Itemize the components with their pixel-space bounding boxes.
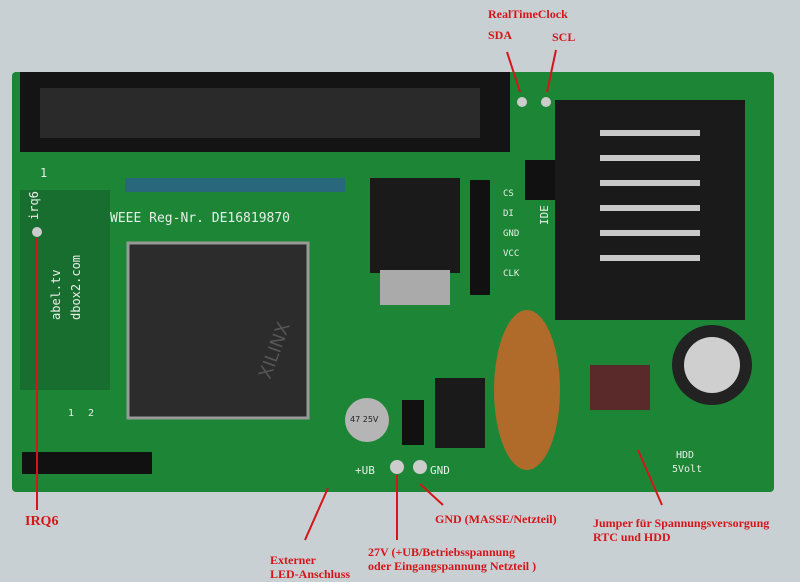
label-sda: SDA	[488, 28, 513, 42]
label-irq6: IRQ6	[25, 514, 59, 529]
silk-hdd: HDD	[676, 450, 694, 461]
gnd-pointer	[419, 483, 444, 506]
silk-irq: irq6	[27, 191, 41, 220]
gnd-pad	[413, 460, 427, 474]
small-connector	[525, 160, 555, 200]
power-jumpers	[590, 365, 650, 410]
label-jumper-2: RTC und HDD	[593, 530, 671, 544]
sda-pad	[517, 97, 527, 107]
silk-site2: dbox2.com	[69, 255, 83, 320]
silk-cap: 47 25V	[350, 415, 379, 424]
label-power-2: oder Eingangspannung Netzteil )	[368, 559, 537, 573]
silk-site1: abel.tv	[49, 269, 63, 320]
silk-vcc: VCC	[503, 249, 519, 259]
cf-slot-contacts	[600, 130, 700, 261]
fpga-chip	[126, 241, 310, 420]
irq6-pad	[32, 227, 42, 237]
toroid-coil	[494, 310, 560, 470]
resistor-array	[125, 178, 345, 192]
scl-pad	[541, 97, 551, 107]
pin-header-left	[20, 190, 110, 390]
scl-pointer	[546, 49, 557, 93]
silk-cs: CS	[503, 189, 514, 199]
silk-pin1: 1	[40, 166, 47, 180]
silk-ub: +UB	[355, 464, 375, 477]
diode	[402, 400, 424, 445]
silk-clk: CLK	[503, 269, 520, 279]
label-led-2: LED-Anschluss	[270, 567, 351, 581]
jumper-pointer	[637, 449, 663, 506]
power-diode	[435, 378, 485, 448]
electrolytic-capacitor-small	[345, 398, 389, 442]
label-led-1: Externer	[270, 553, 316, 567]
silk-di: DI	[503, 209, 514, 219]
ub-pad	[390, 460, 404, 474]
label-power-1: 27V (+UB/Betriebsspannung	[368, 545, 515, 559]
annotation-lines	[36, 49, 663, 541]
label-jumper-1: Jumper für Spannungsversorgung	[593, 516, 770, 530]
sda-pointer	[506, 51, 521, 93]
silk-gnd-pin: GND	[503, 229, 519, 239]
silk-pin-b: 2	[88, 408, 94, 419]
silk-pin-a: 1	[68, 408, 74, 419]
label-rtc: RealTimeClock	[488, 7, 568, 21]
silk-hdd-volt: 5Volt	[672, 464, 702, 475]
voltage-regulator	[370, 178, 460, 273]
pin-header-ide	[470, 180, 490, 295]
pin-header-bottom	[22, 452, 152, 474]
silk-ide: IDE	[538, 205, 551, 225]
silk-gnd: GND	[430, 464, 450, 477]
regulator-pins	[380, 270, 450, 305]
label-gnd: GND (MASSE/Netzteil)	[435, 512, 557, 526]
led-pointer	[304, 487, 329, 541]
silk-weee: WEEE Reg-Nr. DE16819870	[110, 211, 290, 226]
label-scl: SCL	[552, 30, 576, 44]
connector-pins	[40, 88, 480, 138]
